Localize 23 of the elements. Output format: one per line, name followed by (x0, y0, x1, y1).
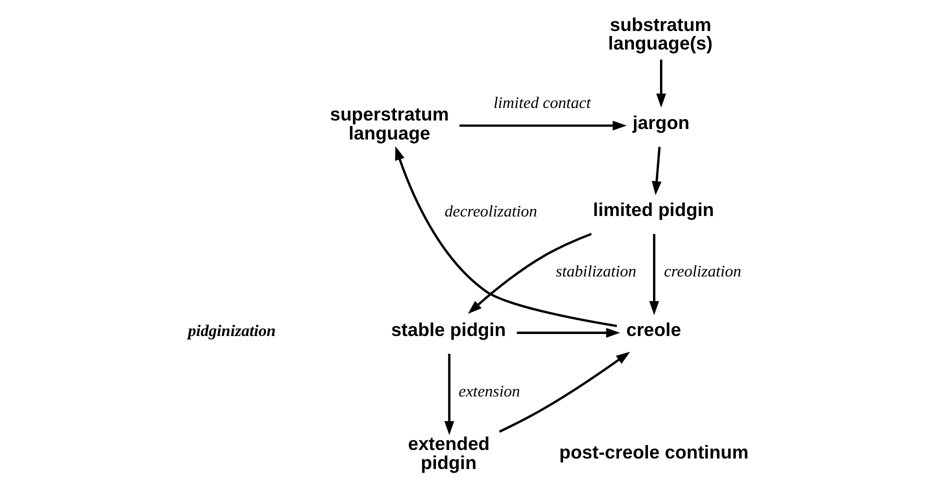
node-text: extended pidgin (407, 433, 490, 473)
arrow (651, 146, 662, 196)
node-text: creole (626, 319, 681, 340)
node-text: substratum language(s) (608, 14, 712, 54)
node-text: limited pidgin (592, 199, 714, 220)
node-text: superstratum language (329, 104, 448, 144)
arrow (648, 234, 659, 316)
edge-label: extension (458, 381, 520, 400)
edge-label: creolization (664, 262, 741, 281)
arrow (458, 120, 626, 130)
arrow (498, 352, 630, 433)
arrow (394, 146, 617, 328)
arrow (656, 60, 666, 108)
arrow (444, 354, 454, 436)
edge-label: decreolization (444, 202, 537, 221)
edge-label: limited contact (493, 92, 590, 112)
edge-label: stabilization (555, 262, 636, 281)
node-text: stable pidgin (390, 319, 506, 340)
label: post-creole continum (558, 441, 748, 462)
label: pidginization (187, 320, 276, 340)
node-text: jargon (632, 112, 690, 133)
arrow (467, 232, 592, 314)
arrow (516, 328, 620, 338)
